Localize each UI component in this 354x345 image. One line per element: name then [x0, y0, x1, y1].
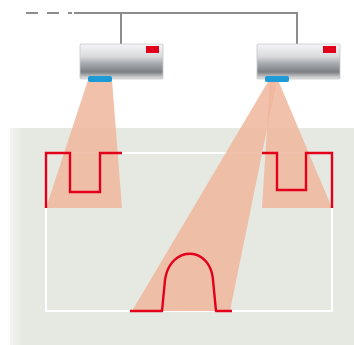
detection-cone-left — [46, 80, 122, 208]
sensor-left-badge — [146, 46, 159, 53]
signal-trace-floor — [130, 252, 232, 313]
sensor-left-lens — [88, 76, 112, 82]
sensor-right-badge — [323, 46, 336, 53]
sensor-right — [256, 43, 341, 82]
detection-cone-right-floor — [132, 80, 277, 311]
sensor-left — [79, 43, 164, 82]
signal-trace-right-wall — [262, 151, 334, 208]
detection-cone-right-wall — [262, 80, 332, 208]
signal-trace-left-wall — [44, 151, 122, 208]
sensor-right-lens — [265, 76, 289, 82]
room-left-fade — [0, 128, 22, 345]
